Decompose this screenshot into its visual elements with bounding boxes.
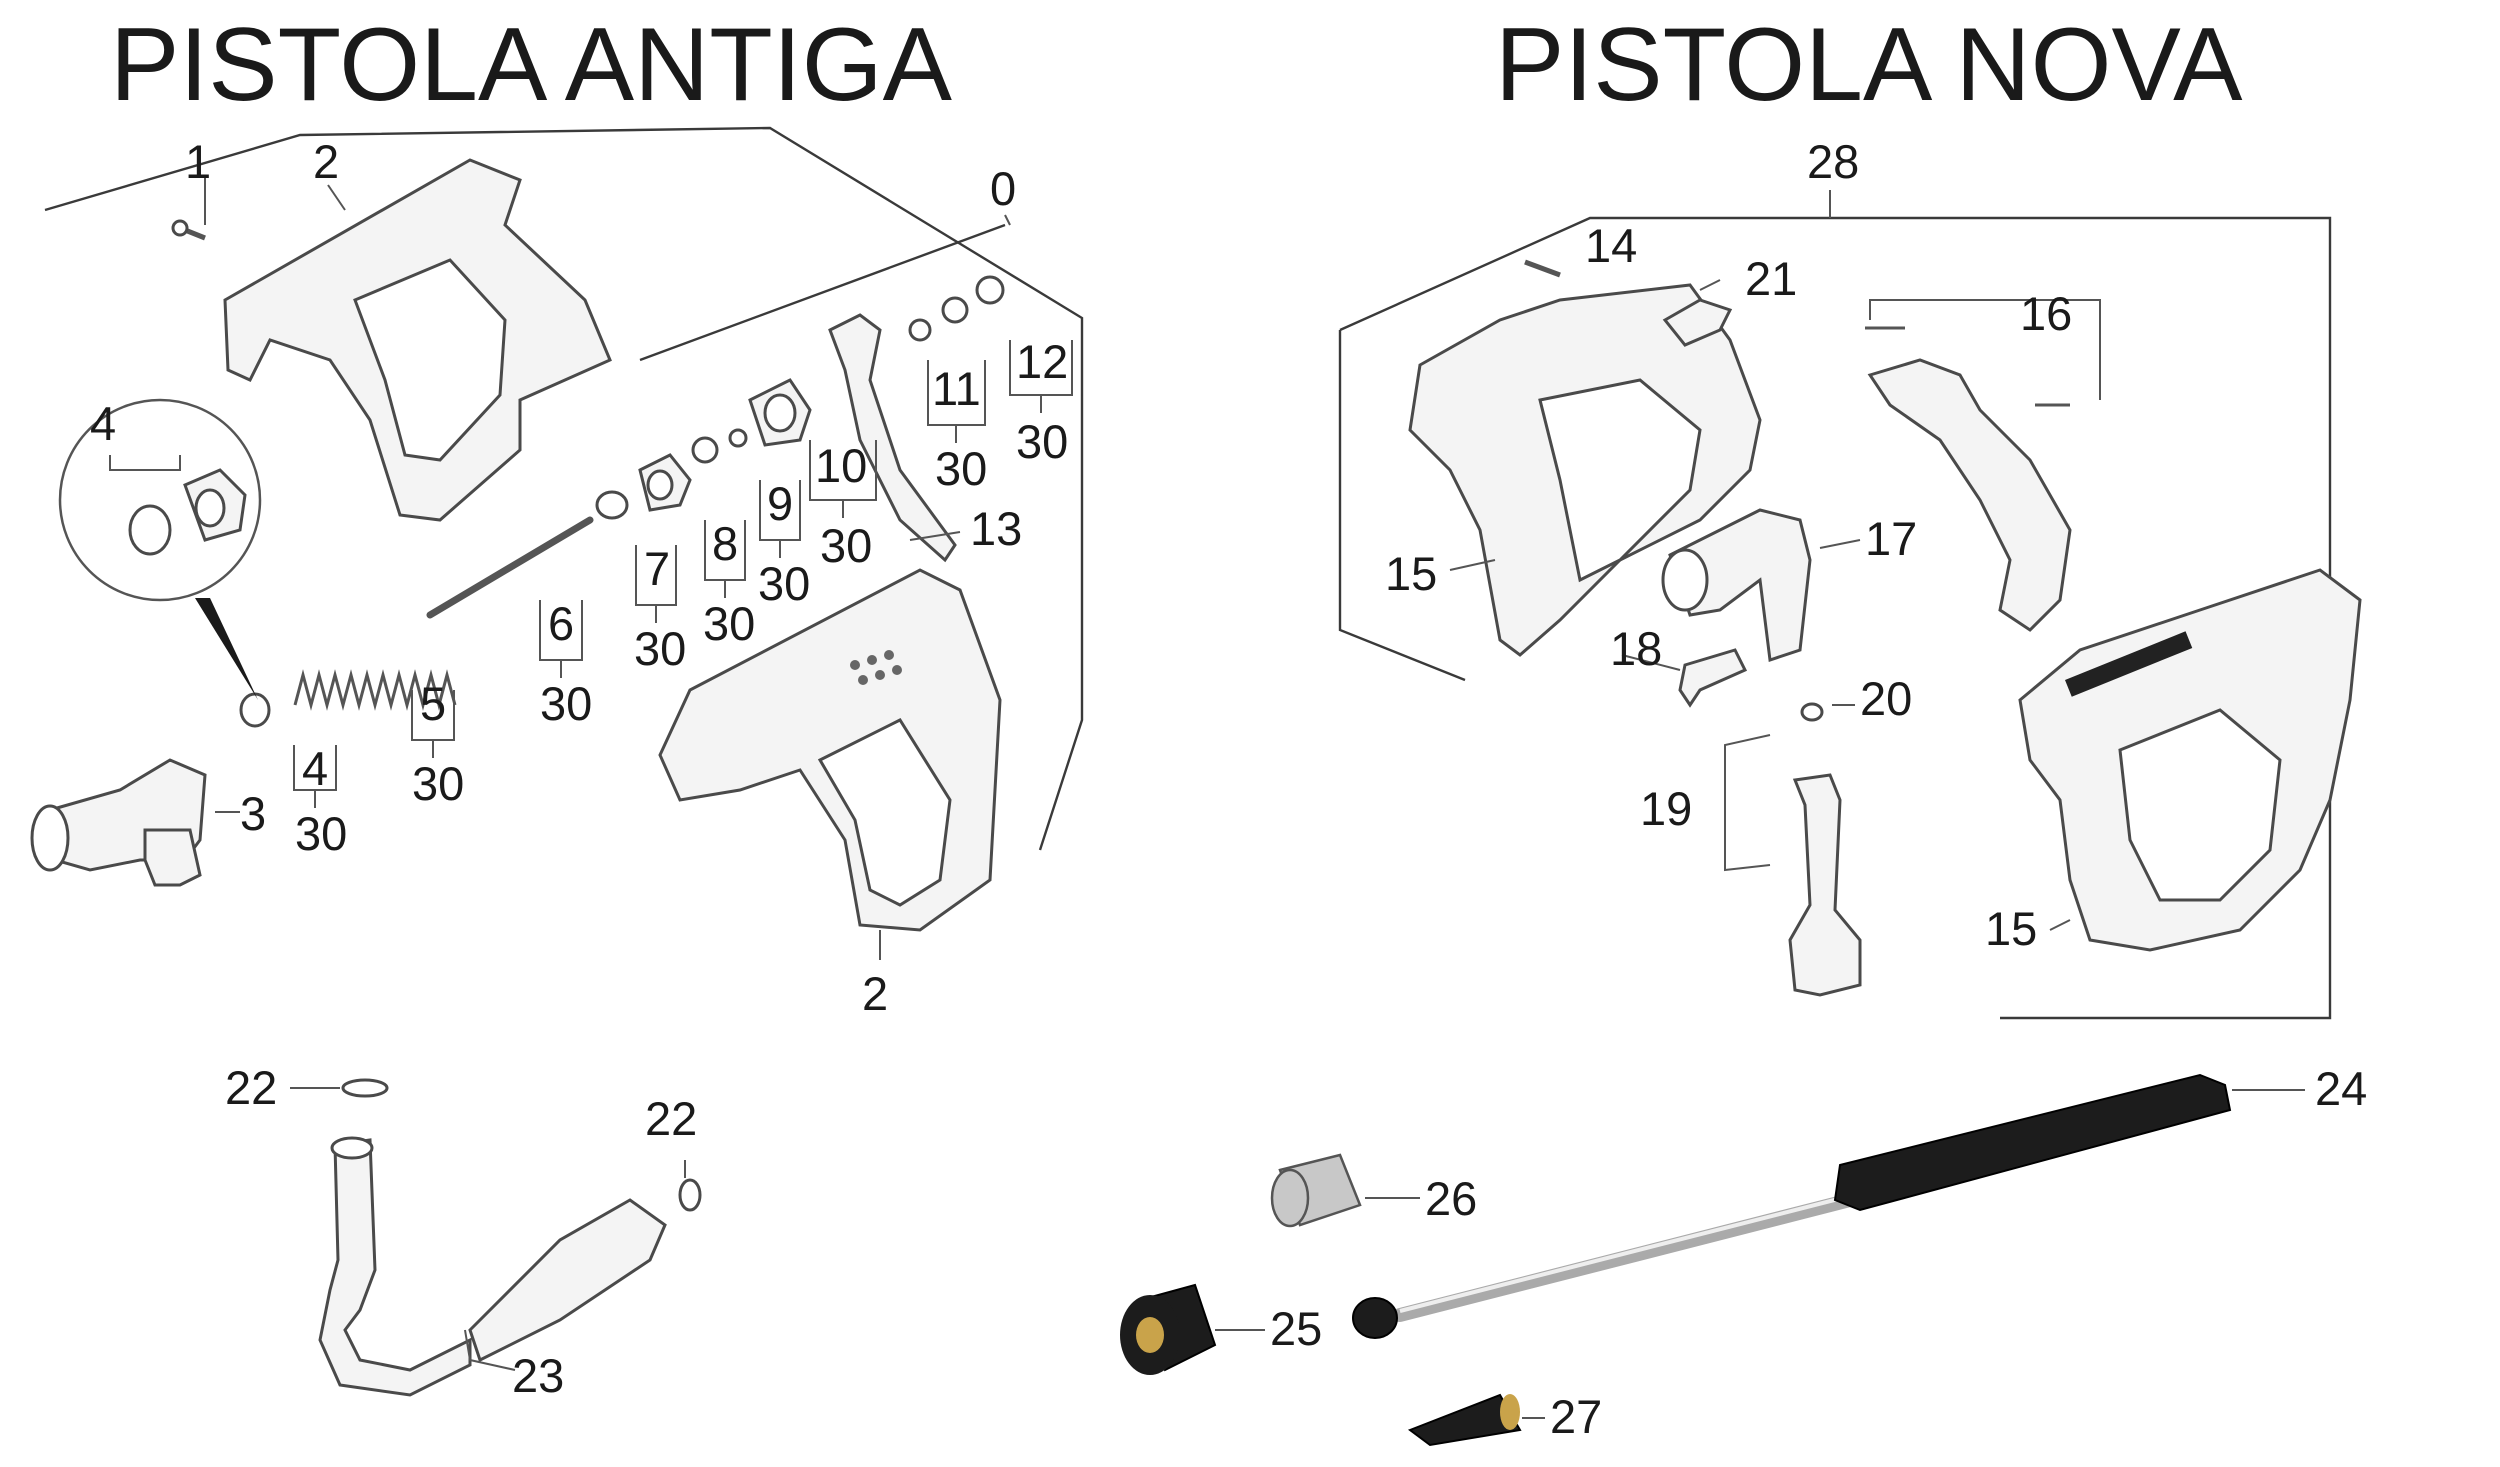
bent-lance-part [318, 1136, 667, 1397]
grip-vent-icon [850, 650, 902, 685]
old-gun-frame-inner-line [639, 223, 1006, 362]
washer-part-b [728, 428, 748, 448]
washer-part-c [908, 318, 932, 342]
callout-4-zoom: 4 [90, 397, 116, 450]
o-ring-22-left-part [341, 1078, 389, 1098]
callout-15-right: 15 [1985, 902, 2037, 955]
valve-rod-part [426, 516, 594, 619]
washer-part-a [691, 436, 719, 464]
new-gun-frame-left [1338, 330, 1466, 682]
callout-18: 18 [1610, 622, 1662, 675]
callout-28: 28 [1807, 135, 1859, 188]
o-ring-part [595, 490, 629, 520]
callout-2-top: 2 [313, 135, 339, 188]
old-gun-assembly: 1 2 0 4 3 4 30 5 30 6 30 7 30 8 30 9 30 … [30, 126, 1084, 1020]
kit-30-f: 30 [758, 557, 810, 610]
washer-part-d [941, 296, 969, 324]
new-o-ring-part [1800, 702, 1824, 722]
callout-9: 9 [767, 477, 793, 530]
callout-6: 6 [548, 597, 574, 650]
valve-seat-part [638, 453, 692, 512]
callout-22-right: 22 [645, 1092, 697, 1145]
callout-13: 13 [970, 502, 1022, 555]
kit-30-i: 30 [1016, 415, 1068, 468]
new-gun-assembly: 28 14 21 16 15 17 18 20 19 15 [1338, 135, 2362, 1020]
callout-23: 23 [512, 1349, 564, 1402]
old-gun-leader-lines [204, 178, 1011, 960]
callout-20: 20 [1860, 672, 1912, 725]
callout-26: 26 [1425, 1172, 1477, 1225]
valve-elbow-part [1661, 508, 1812, 663]
lock-button-part [1662, 298, 1733, 347]
trigger-lever-part [828, 313, 957, 563]
callout-22-left: 22 [225, 1061, 277, 1114]
accessories: 22 22 23 24 26 25 27 [225, 1061, 2367, 1447]
lower-housing-part [658, 568, 1002, 932]
new-gun-assembly-frame [1339, 216, 2332, 1020]
callout-27: 27 [1550, 1390, 1602, 1443]
screw-part [171, 219, 206, 241]
upper-housing-part [223, 158, 612, 522]
callout-24: 24 [2315, 1062, 2367, 1115]
callout-0: 0 [990, 162, 1016, 215]
callout-21: 21 [1745, 252, 1797, 305]
callout-14: 14 [1585, 219, 1637, 272]
new-housing-right-part [2018, 568, 2362, 952]
new-gun-leader-lines [1449, 279, 2071, 931]
callout-4: 4 [302, 742, 328, 795]
kit-30-a: 30 [295, 807, 347, 860]
new-housing-left-part [1408, 283, 1762, 657]
zoom-detail-circle [58, 398, 262, 700]
valve-body-part [30, 758, 207, 887]
valve-insert-part [1724, 734, 1862, 997]
callout-10: 10 [815, 439, 867, 492]
callout-17: 17 [1865, 512, 1917, 565]
callout-15-left: 15 [1385, 547, 1437, 600]
title-new-gun: PISTOLA NOVA [1495, 7, 2243, 123]
nozzle-26-part [1270, 1153, 1362, 1228]
callout-3: 3 [240, 787, 266, 840]
kit-30-d: 30 [634, 622, 686, 675]
callout-16: 16 [2020, 287, 2072, 340]
callout-1: 1 [185, 135, 211, 188]
nozzle-27-part [1407, 1393, 1522, 1447]
callout-2-bottom: 2 [862, 967, 888, 1020]
spring-part [293, 669, 457, 711]
new-trigger-part [1865, 299, 2101, 632]
lance-part [1352, 1073, 2232, 1339]
ring-part [239, 692, 271, 728]
washer-part-e [975, 275, 1005, 305]
callout-7: 7 [644, 542, 670, 595]
o-ring-22-right-part [678, 1178, 702, 1212]
callout-19: 19 [1640, 782, 1692, 835]
clip-part [1678, 648, 1748, 708]
nut-part [748, 378, 812, 447]
nozzle-25-part [1120, 1283, 1217, 1375]
kit-30-c: 30 [540, 677, 592, 730]
old-gun-assembly-frame [44, 126, 1084, 851]
callout-11: 11 [932, 362, 981, 415]
kit-brackets [293, 340, 1073, 808]
kit-30-g: 30 [820, 519, 872, 572]
accessory-leader-lines [290, 1087, 2305, 1419]
kit-30-e: 30 [703, 597, 755, 650]
callout-5: 5 [420, 677, 446, 730]
callout-25: 25 [1270, 1302, 1322, 1355]
kit-30-h: 30 [935, 442, 987, 495]
title-old-gun: PISTOLA ANTIGA [110, 7, 953, 123]
kit-30-b: 30 [412, 757, 464, 810]
callout-12: 12 [1016, 335, 1068, 388]
callout-8: 8 [712, 517, 738, 570]
new-screw-part [1524, 259, 1561, 278]
